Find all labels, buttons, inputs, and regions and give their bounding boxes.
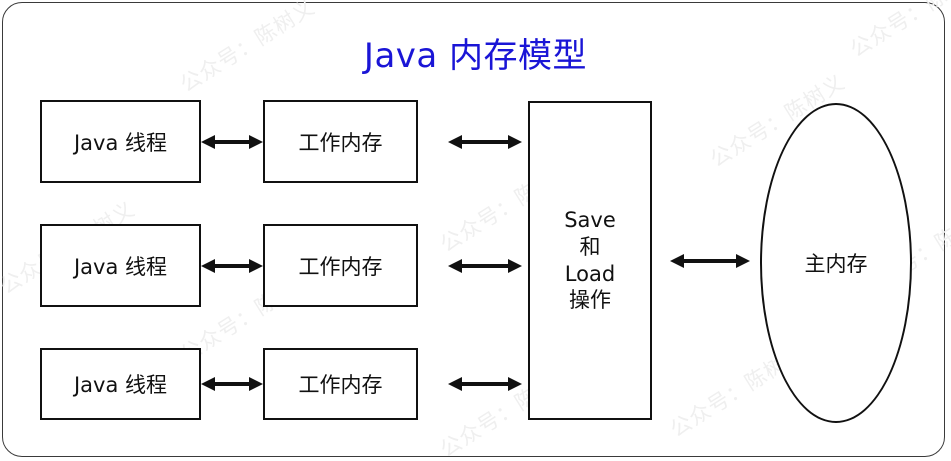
arrow-worker1-to-center [448, 135, 522, 149]
worker-memory-box-1-label: 工作内存 [298, 130, 383, 155]
diagram-title: Java 内存模型 [363, 36, 588, 76]
thread-box-3-label: Java 线程 [73, 373, 168, 397]
arrow-thread3-to-worker3 [201, 377, 263, 391]
worker-memory-box-2[interactable]: 工作内存 [263, 224, 418, 307]
arrow-thread2-to-worker2 [201, 259, 263, 273]
worker-memory-box-2-label: 工作内存 [298, 254, 383, 279]
save-load-line-1: Save [564, 207, 616, 232]
thread-box-1-label: Java 线程 [73, 130, 168, 155]
arrow-worker3-to-center [448, 377, 522, 391]
diagram-outer-frame [2, 2, 945, 457]
save-load-line-2: 和 [579, 234, 601, 259]
worker-memory-box-3-label: 工作内存 [298, 373, 383, 397]
worker-memory-box-1[interactable]: 工作内存 [263, 100, 418, 183]
arrow-worker2-to-center [448, 259, 522, 273]
main-memory-ellipse[interactable]: 主内存 [760, 103, 912, 423]
worker-memory-box-3[interactable]: 工作内存 [263, 348, 418, 420]
save-load-line-4: 操作 [569, 288, 611, 313]
thread-box-2[interactable]: Java 线程 [40, 224, 201, 307]
thread-box-3[interactable]: Java 线程 [40, 348, 201, 420]
thread-box-2-label: Java 线程 [73, 254, 168, 279]
save-load-line-3: Load [564, 261, 616, 286]
thread-box-1[interactable]: Java 线程 [40, 100, 201, 183]
arrow-thread1-to-worker1 [201, 135, 263, 149]
save-load-operation-box[interactable]: Save 和 Load 操作 [528, 101, 652, 420]
arrow-center-to-main-memory [670, 254, 750, 268]
main-memory-label: 主内存 [804, 252, 868, 276]
